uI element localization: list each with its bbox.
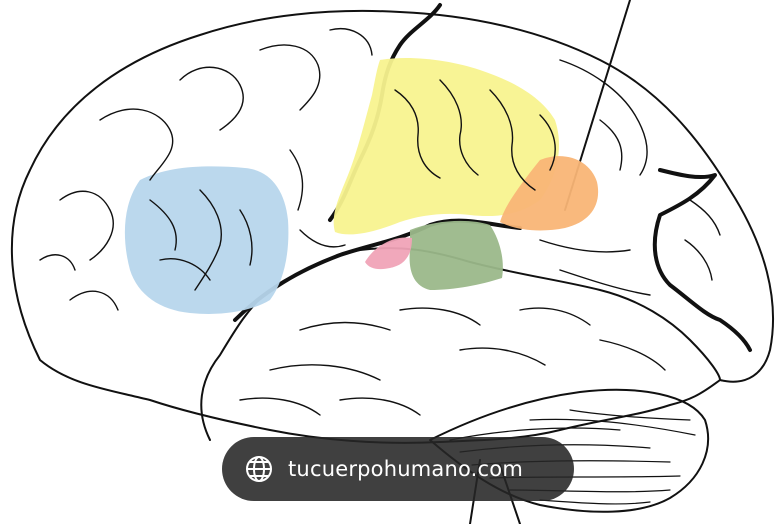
region-blue bbox=[124, 166, 289, 314]
region-orange bbox=[500, 156, 599, 231]
cerebellum-outline bbox=[429, 388, 710, 513]
globe-icon bbox=[246, 456, 272, 482]
region-pink bbox=[365, 237, 412, 270]
watermark-badge: tucuerpohumano.com bbox=[222, 437, 574, 501]
parieto-occipital-sulcus bbox=[652, 168, 752, 352]
region-yellow bbox=[333, 58, 560, 235]
region-green bbox=[409, 220, 503, 290]
watermark-text: tucuerpohumano.com bbox=[288, 457, 523, 481]
